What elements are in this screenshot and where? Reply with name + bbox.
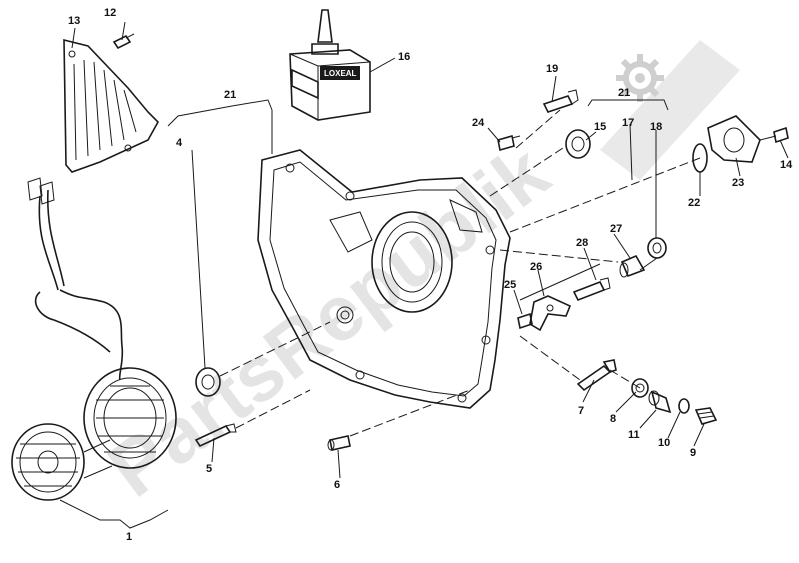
label-18: 18 bbox=[650, 121, 662, 133]
plug-part-9 bbox=[694, 407, 718, 425]
loxeal-bottle-part-16: LOXEAL bbox=[289, 9, 371, 121]
dowel-part-6 bbox=[327, 435, 351, 451]
bushing-part-27 bbox=[619, 254, 646, 278]
label-7: 7 bbox=[578, 405, 584, 417]
label-24: 24 bbox=[472, 117, 485, 129]
label-14: 14 bbox=[780, 159, 793, 171]
screw-part-14 bbox=[773, 126, 789, 144]
label-27: 27 bbox=[610, 223, 622, 235]
leader-lines bbox=[59, 21, 789, 529]
label-13: 13 bbox=[68, 15, 80, 27]
gear-icon bbox=[616, 54, 664, 102]
label-21-left: 21 bbox=[224, 89, 236, 101]
label-12: 12 bbox=[104, 7, 116, 19]
bolt-part-7 bbox=[576, 359, 617, 392]
label-26: 26 bbox=[530, 261, 542, 273]
watermark: PartsRepublik bbox=[92, 40, 740, 514]
cover-plate-part-13 bbox=[63, 38, 159, 173]
bolt-part-5 bbox=[194, 423, 237, 448]
bearing-part-18 bbox=[647, 237, 667, 259]
bracket-part-26 bbox=[529, 295, 572, 332]
label-9: 9 bbox=[690, 447, 696, 459]
label-19: 19 bbox=[546, 63, 558, 75]
product-label-text: LOXEAL bbox=[324, 69, 357, 78]
bearing-part-4 bbox=[195, 367, 221, 397]
label-21-right: 21 bbox=[618, 87, 630, 99]
flange-part-23 bbox=[707, 115, 761, 163]
bolt-part-19 bbox=[542, 89, 579, 113]
washer-part-8 bbox=[631, 378, 649, 398]
part-labels: 13 12 16 21 4 5 1 6 7 8 11 10 9 19 24 15… bbox=[68, 7, 793, 543]
bolt-part-28 bbox=[572, 277, 611, 302]
label-4: 4 bbox=[176, 137, 183, 149]
seal-part-10 bbox=[678, 398, 690, 414]
wiring-harness bbox=[27, 177, 124, 381]
engine-cover-housing bbox=[257, 149, 511, 409]
label-23: 23 bbox=[732, 177, 744, 189]
label-6: 6 bbox=[334, 479, 340, 491]
screw-part-12 bbox=[112, 33, 135, 50]
bolt-part-24 bbox=[497, 134, 521, 152]
label-25: 25 bbox=[504, 279, 516, 291]
label-1: 1 bbox=[126, 531, 132, 543]
label-5: 5 bbox=[206, 463, 212, 475]
generator-part-1 bbox=[11, 367, 177, 501]
label-10: 10 bbox=[658, 437, 670, 449]
label-22: 22 bbox=[688, 197, 700, 209]
label-16: 16 bbox=[398, 51, 410, 63]
product-label bbox=[320, 66, 360, 80]
label-28: 28 bbox=[576, 237, 588, 249]
label-8: 8 bbox=[610, 413, 616, 425]
seal-part-15 bbox=[565, 129, 591, 159]
plug-part-11 bbox=[648, 390, 672, 414]
label-15: 15 bbox=[594, 121, 606, 133]
spacer-part-25 bbox=[517, 312, 533, 330]
label-17: 17 bbox=[622, 117, 634, 129]
label-11: 11 bbox=[628, 429, 640, 441]
